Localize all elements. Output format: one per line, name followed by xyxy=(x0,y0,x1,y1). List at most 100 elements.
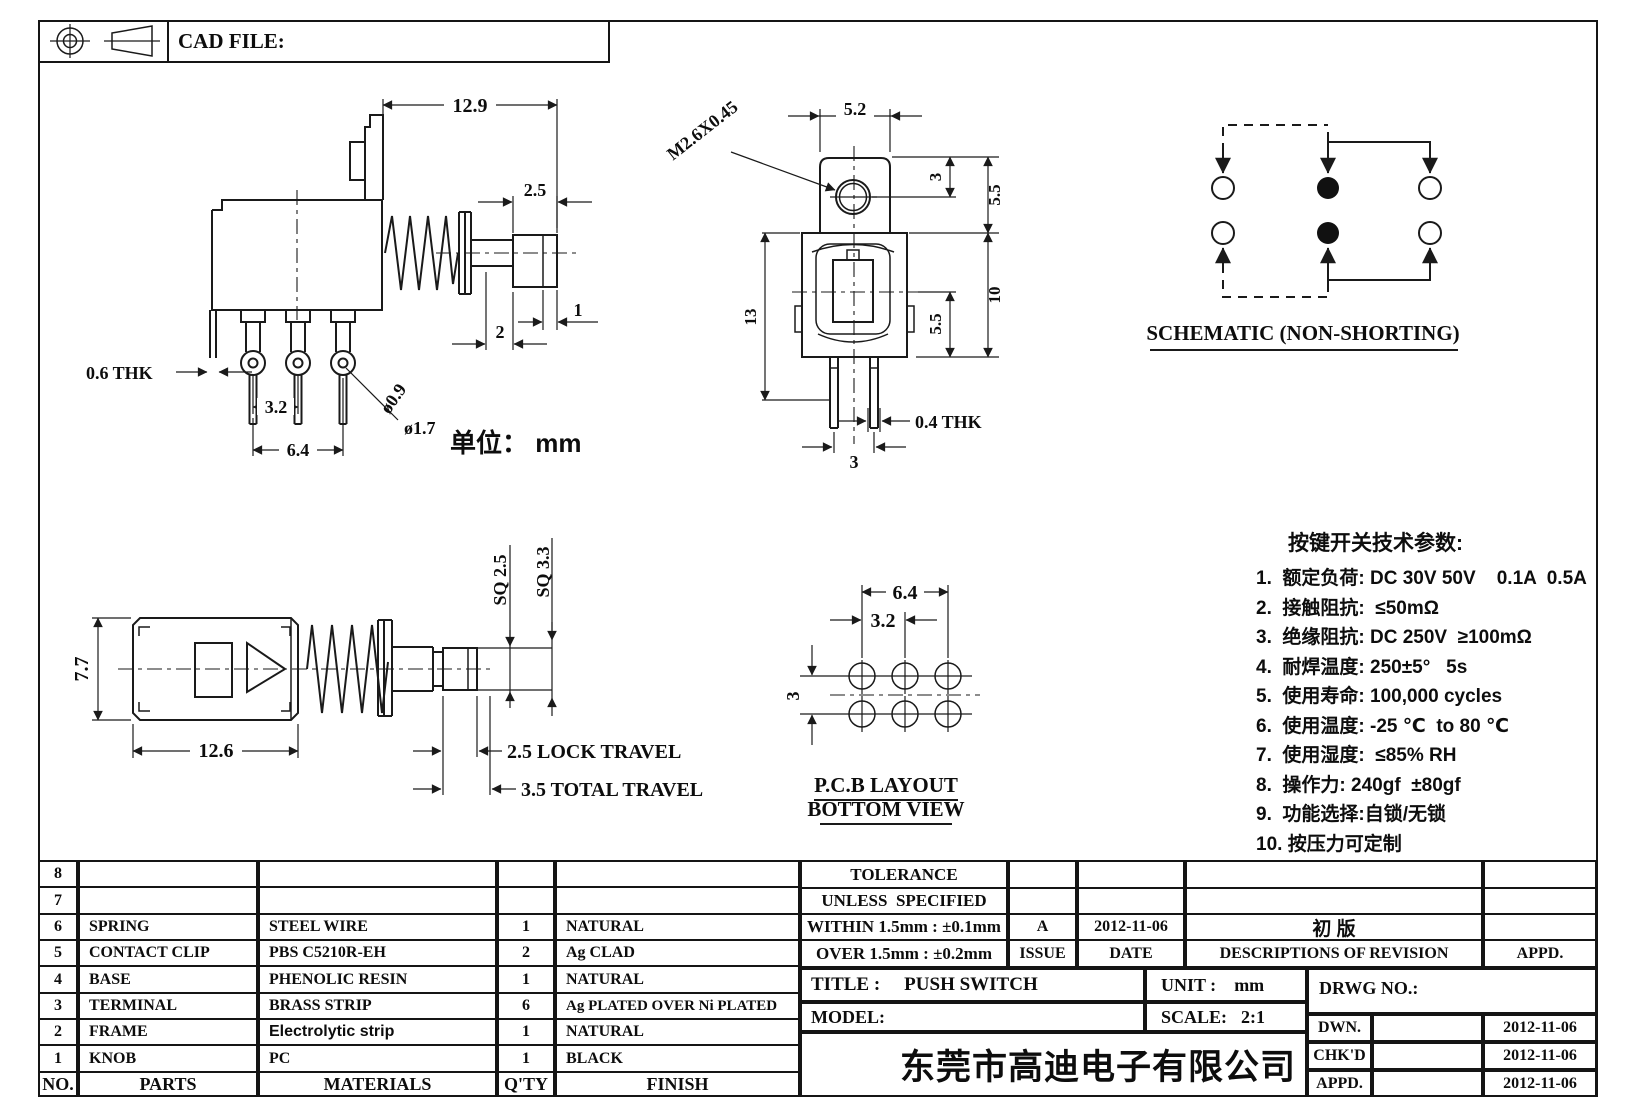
tech-parameters: 按键开关技术参数: 1. 额定负荷: DC 30V 50V 0.1A 0.5A … xyxy=(1256,527,1608,859)
scale-cell: SCALE: 2:1 xyxy=(1145,1002,1307,1032)
table-cell: 2 xyxy=(38,1018,78,1046)
col-header-no: NO. xyxy=(38,1071,78,1097)
table-cell xyxy=(497,860,555,888)
sign-date: 2012-11-06 xyxy=(1483,1070,1597,1097)
table-cell: 1 xyxy=(38,1044,78,1073)
dim-label: 10 xyxy=(985,287,1004,304)
sign-label: APPD. xyxy=(1307,1070,1372,1097)
tech-parameter-item: 7. 使用湿度: ≤85% RH xyxy=(1256,745,1457,766)
table-cell: 1 xyxy=(497,913,555,941)
table-cell xyxy=(1483,887,1597,915)
table-cell: NATURAL xyxy=(555,965,800,994)
scale-value: 2:1 xyxy=(1241,1006,1266,1027)
table-cell: PC xyxy=(258,1044,497,1073)
col-header-materials: MATERIALS xyxy=(258,1071,497,1097)
tech-parameter-item: 2. 接触阻抗: ≤50mΩ xyxy=(1256,597,1439,619)
sign-label: CHK'D xyxy=(1307,1042,1372,1070)
table-cell xyxy=(1185,860,1483,889)
table-cell: PHENOLIC RESIN xyxy=(258,965,497,994)
dim-label: 2.5 LOCK TRAVEL xyxy=(507,741,681,763)
unit-value: mm xyxy=(1234,974,1265,995)
issue-label: ISSUE xyxy=(1008,939,1077,968)
col-header-finish: FINISH xyxy=(555,1071,800,1097)
unit-note: 单位： mm xyxy=(450,428,581,458)
dim-label: 0.6 THK xyxy=(86,363,153,383)
tolerance-within: WITHIN 1.5mm : ±0.1mm xyxy=(800,913,1008,941)
thread-label: M2.6X0.45 xyxy=(663,97,742,164)
sign-blank xyxy=(1372,1014,1483,1042)
table-cell: 8 xyxy=(38,860,78,888)
dim-label: 3 xyxy=(850,452,859,472)
table-cell xyxy=(1185,887,1483,915)
dim-label: 3 xyxy=(783,692,803,701)
tech-parameter-item: 6. 使用温度: -25 ℃ to 80 ℃ xyxy=(1256,715,1509,737)
dim-label: 3.2 xyxy=(265,397,288,417)
dim-label: 6.4 xyxy=(287,440,310,460)
dim-label: 2.5 xyxy=(524,180,547,200)
dim-label: 7.7 xyxy=(71,657,93,682)
model-label: MODEL: xyxy=(811,1006,885,1027)
company-name: 东莞市高迪电子有限公司 xyxy=(900,1048,1297,1087)
table-cell xyxy=(497,886,555,915)
table-cell xyxy=(1008,860,1077,889)
table-cell: SPRING xyxy=(78,913,258,941)
table-cell: NATURAL xyxy=(555,1018,800,1046)
dim-label: 0.4 THK xyxy=(915,412,982,432)
schematic-title: SCHEMATIC (NON-SHORTING) xyxy=(1146,321,1459,345)
table-cell: BRASS STRIP xyxy=(258,992,497,1020)
table-cell xyxy=(1008,887,1077,915)
appd-col-label: APPD. xyxy=(1483,939,1597,968)
table-cell: STEEL WIRE xyxy=(258,913,497,941)
tolerance-subtitle: UNLESS SPECIFIED xyxy=(800,887,1008,915)
issue-value: A xyxy=(1008,913,1077,941)
dim-label: SQ 2.5 xyxy=(490,554,510,605)
table-cell xyxy=(1077,860,1185,889)
dim-label: 3.2 xyxy=(871,610,896,632)
table-cell: Ag PLATED OVER Ni PLATED xyxy=(555,992,800,1020)
pcb-title: P.C.B LAYOUT xyxy=(814,773,958,797)
drwg-no-label: DRWG NO.: xyxy=(1319,978,1419,998)
dim-label: 5.5 xyxy=(985,184,1004,205)
dim-label: 5.2 xyxy=(844,99,867,119)
title-value: PUSH SWITCH xyxy=(904,974,1038,995)
table-cell: Ag CLAD xyxy=(555,939,800,967)
dim-label: 12.9 xyxy=(453,95,488,117)
table-cell xyxy=(258,886,497,915)
dim-label: 12.6 xyxy=(199,740,234,762)
tech-parameter-item: 9. 功能选择:自锁/无锁 xyxy=(1256,804,1447,825)
title-cell: TITLE : PUSH SWITCH xyxy=(800,968,1145,1002)
table-cell xyxy=(1483,860,1597,889)
table-cell: 6 xyxy=(497,992,555,1020)
side-view-drawing: 12.9 2.5 1 2 0.6 THK 3.2 6.4 xyxy=(86,95,598,460)
unit-label: UNIT : xyxy=(1161,974,1217,995)
revision-description: 初 版 xyxy=(1185,913,1483,941)
model-cell: MODEL: xyxy=(800,1002,1145,1032)
table-cell xyxy=(78,886,258,915)
sign-blank xyxy=(1372,1042,1483,1070)
dim-label: 2 xyxy=(496,322,505,342)
dim-label: 13 xyxy=(741,309,760,326)
pcb-subtitle: BOTTOM VIEW xyxy=(807,797,964,821)
table-cell xyxy=(1483,913,1597,941)
tech-parameter-item: 5. 使用寿命: 100,000 cycles xyxy=(1256,686,1503,707)
cad-file-box: CAD FILE: xyxy=(167,20,610,63)
dim-label: 3.5 TOTAL TRAVEL xyxy=(521,779,703,801)
tech-parameter-item: 8. 操作力: 240gf ±80gf xyxy=(1256,774,1461,796)
tech-parameter-item: 10. 按压力可定制 xyxy=(1256,833,1402,855)
dim-label: 3 xyxy=(926,173,945,182)
table-cell xyxy=(555,886,800,915)
table-cell xyxy=(258,860,497,888)
table-cell: 2 xyxy=(497,939,555,967)
sign-date: 2012-11-06 xyxy=(1483,1014,1597,1042)
table-cell xyxy=(78,860,258,888)
dim-label: 1 xyxy=(574,300,583,320)
drwg-no-cell: DRWG NO.: xyxy=(1307,968,1597,1014)
scale-label: SCALE: xyxy=(1161,1006,1228,1027)
tech-parameter-item: 1. 额定负荷: DC 30V 50V 0.1A 0.5A xyxy=(1256,568,1587,589)
tech-parameter-item: 3. 绝缘阻抗: DC 250V ≥100mΩ xyxy=(1256,627,1532,648)
projection-symbol-icon xyxy=(50,24,160,58)
title-label: TITLE : xyxy=(811,974,881,995)
sign-blank xyxy=(1372,1070,1483,1097)
company-cell: 东莞市高迪电子有限公司 xyxy=(800,1032,1307,1097)
